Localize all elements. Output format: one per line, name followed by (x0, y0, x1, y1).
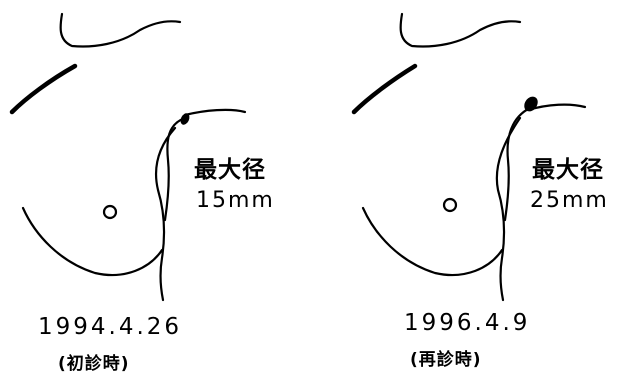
visit-type-revisit: (再診時) (410, 345, 482, 370)
torso-contour (185, 110, 245, 115)
breast-outline (23, 208, 162, 275)
nipple-marker (104, 206, 116, 218)
axilla-line (505, 108, 530, 220)
nipple-marker (444, 199, 456, 211)
chin-outline (401, 14, 520, 46)
clavicle-stroke (354, 66, 415, 112)
exam-date-initial: 1994.4.26 (38, 314, 182, 340)
chin-outline (61, 14, 180, 46)
clavicle-stroke (12, 66, 75, 112)
axilla-line (165, 118, 185, 220)
breast-outline (363, 208, 502, 275)
max-diameter-label-initial: 最大径 (194, 150, 266, 184)
max-diameter-value-revisit: 25mm (530, 188, 609, 213)
visit-type-initial: (初診時) (58, 349, 130, 374)
max-diameter-value-initial: 15mm (196, 188, 275, 213)
exam-date-revisit: 1996.4.9 (404, 310, 530, 336)
max-diameter-label-revisit: 最大径 (532, 150, 604, 184)
